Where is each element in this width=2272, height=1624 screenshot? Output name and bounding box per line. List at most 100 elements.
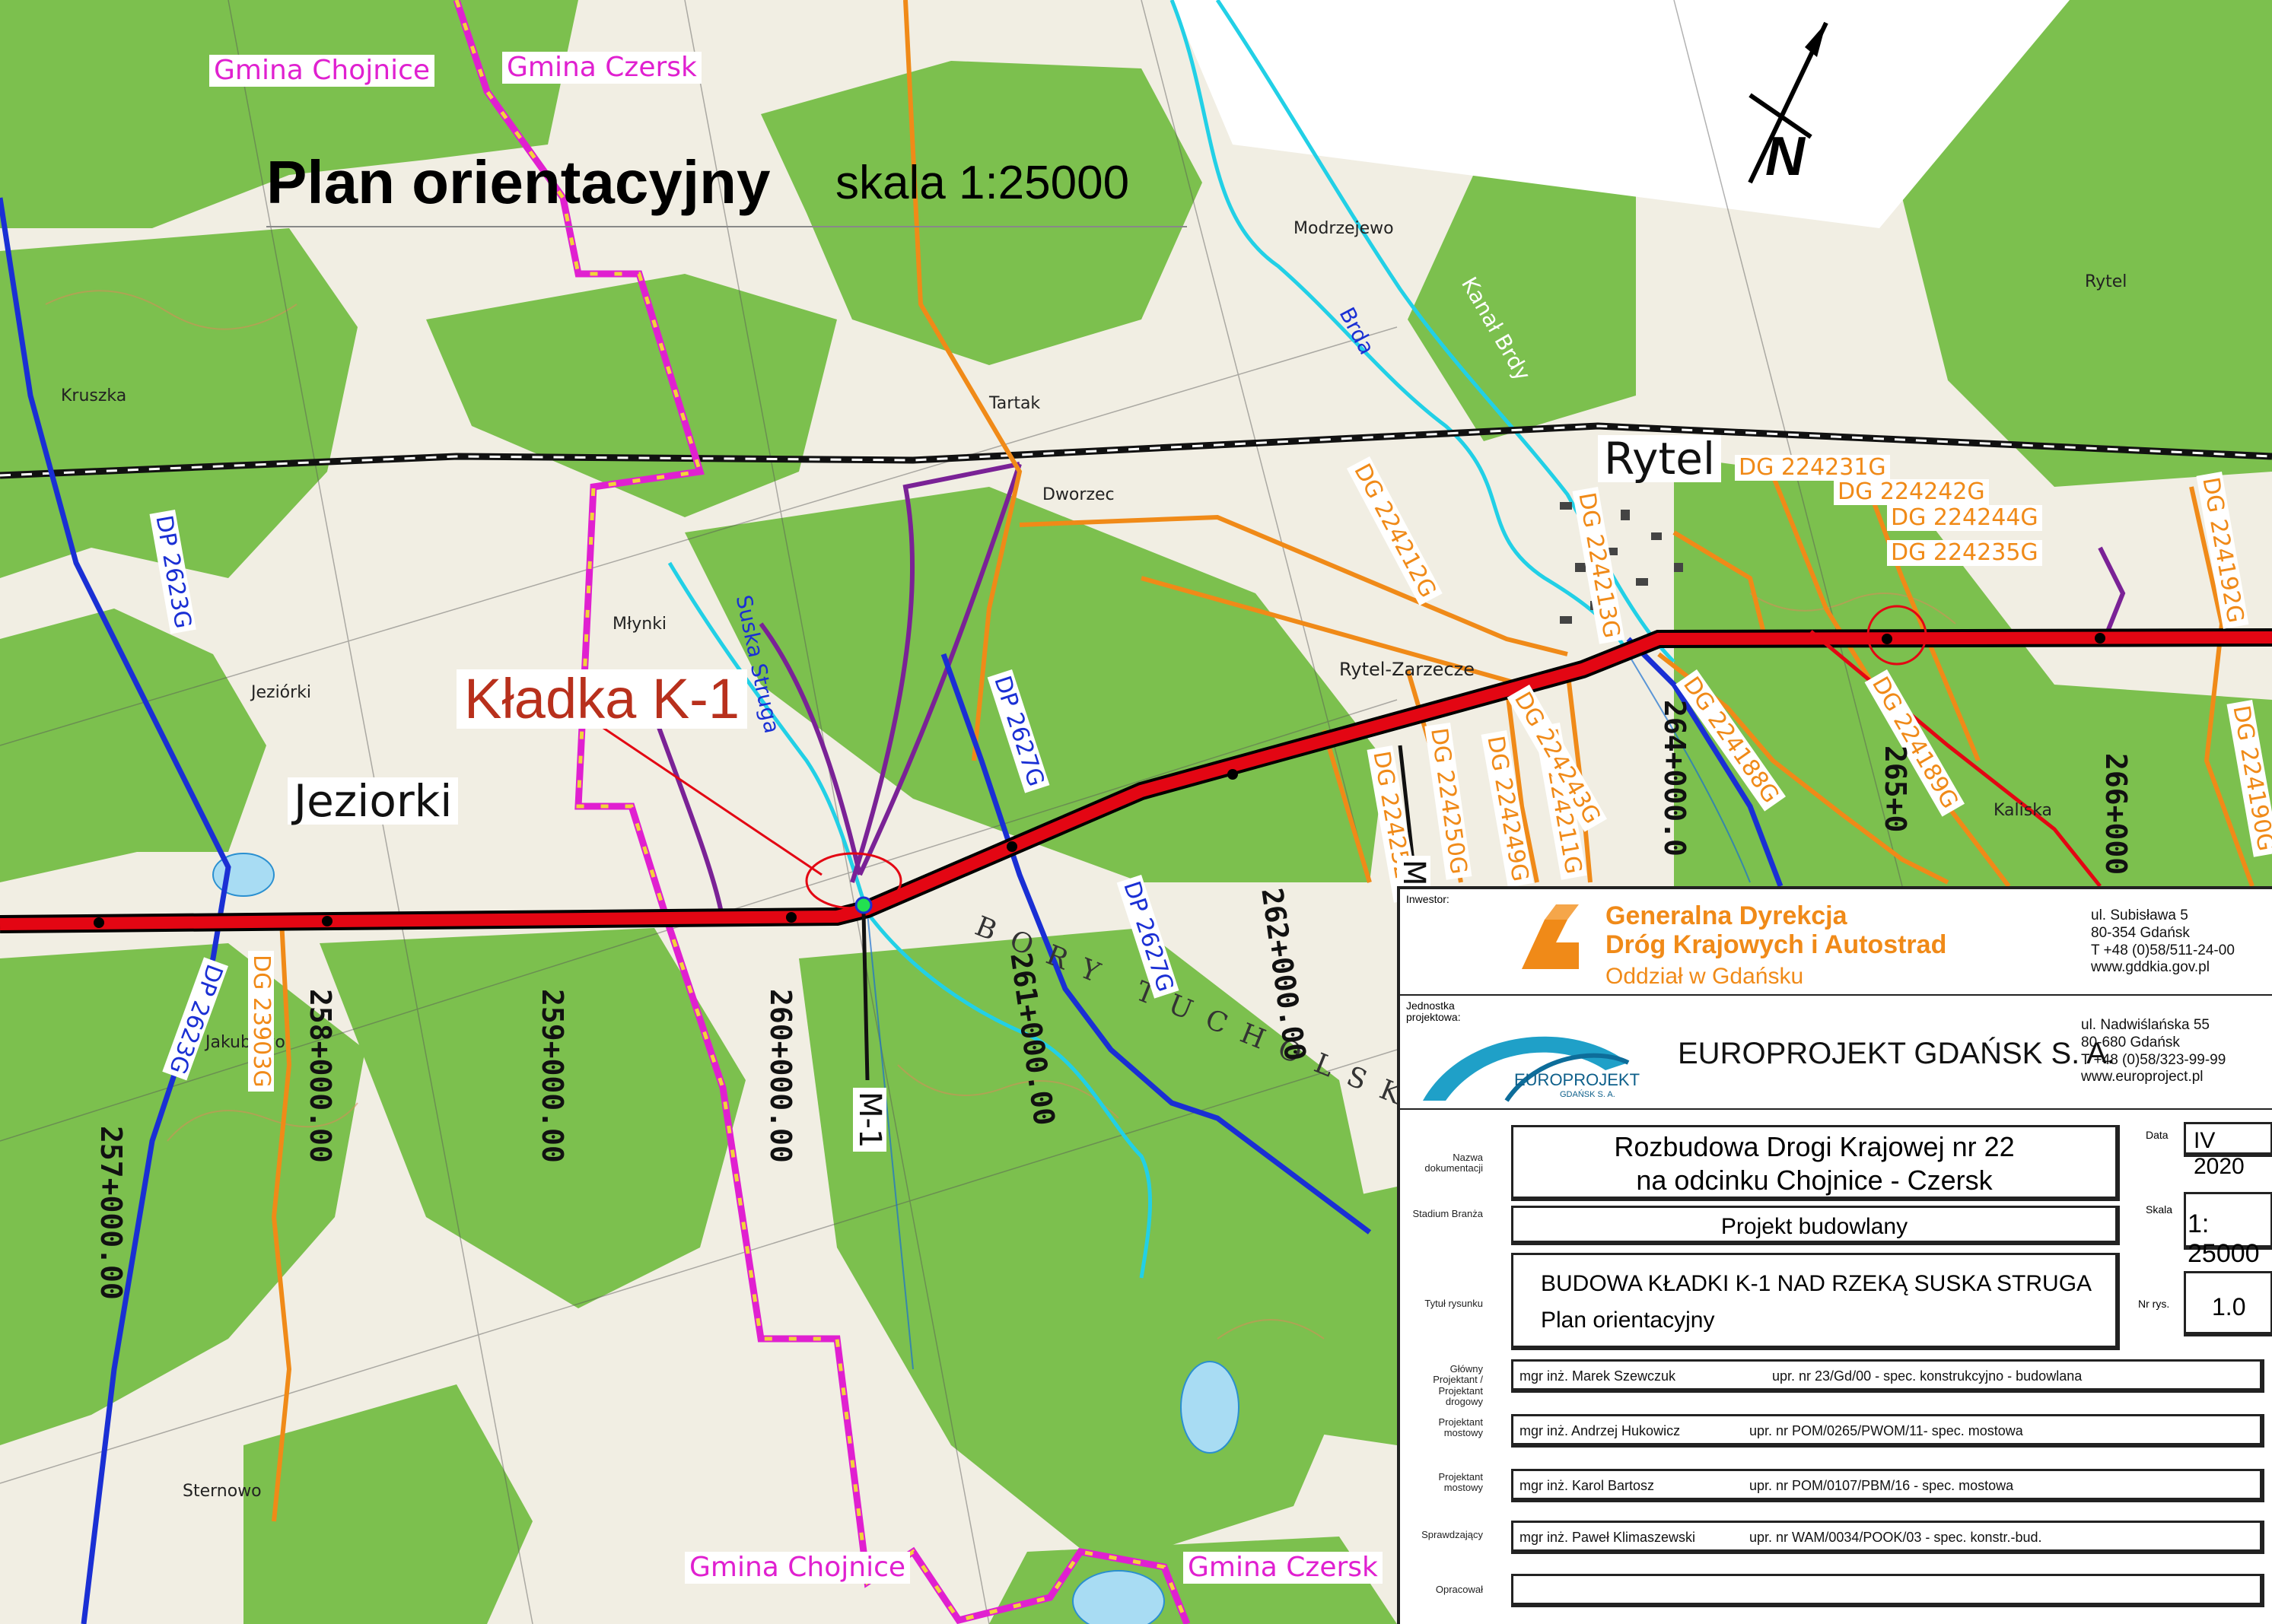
jednostka-row: Jednostka projektowa: EUROPROJEKT GDAŃSK… <box>1400 996 2272 1110</box>
europrojekt-name: EUROPROJEKT GDAŃSK S. A. <box>1678 1037 2115 1070</box>
tytul-box: BUDOWA KŁADKI K-1 NAD RZEKĄ SUSKA STRUGA… <box>1511 1253 2120 1350</box>
gmina-label-czersk-top: Gmina Czersk <box>502 52 702 84</box>
stadium-box: Projekt budowlany <box>1511 1206 2120 1245</box>
person-row: mgr inż. Paweł Klimaszewski upr. nr WAM/… <box>1511 1521 2264 1554</box>
road-label-dg224231: DG 224231G <box>1735 455 1890 481</box>
nazwa-line-1: Rozbudowa Drogi Krajowej nr 22 <box>1614 1131 2015 1162</box>
nazwa-box: Rozbudowa Drogi Krajowej nr 22 na odcink… <box>1511 1125 2120 1201</box>
place-label-sternowo: Sternowo <box>183 1482 262 1501</box>
map-title: Plan orientacyjny <box>266 148 771 216</box>
chainage-264: 264+000.0 <box>1658 700 1691 856</box>
rytel-marker <box>1866 605 1927 666</box>
gddkia-name-2: Dróg Krajowych i Autostrad <box>1605 930 1947 959</box>
kladka-point-icon <box>854 896 873 914</box>
europrojekt-addr-1: ul. Nadwiślańska 55 <box>2081 1017 2210 1033</box>
place-label-kaliska: Kaliska <box>1994 801 2053 820</box>
lakes <box>212 853 1239 1624</box>
europrojekt-address: ul. Nadwiślańska 55 80-680 Gdańsk T +48 … <box>2081 1017 2226 1086</box>
place-label-dworzec: Dworzec <box>1042 485 1115 504</box>
nazwa-caption: Nazwa dokumentacji <box>1424 1152 1483 1174</box>
person-upr: upr. nr 23/Gd/00 - spec. konstrukcyjno -… <box>1772 1368 2083 1384</box>
road-label-m1: M-1 <box>852 1088 887 1152</box>
north-letter: N <box>1765 126 1805 187</box>
place-label-jeziorki-small: Jeziórki <box>251 683 312 702</box>
person-name: mgr inż. Marek Szewczuk <box>1519 1368 1676 1384</box>
chainage-266: 266+000 <box>2099 753 2133 876</box>
inwestor-row: Inwestor: Generalna Dyrekcja Dróg Krajow… <box>1400 889 2272 996</box>
kladka-label: Kładka K-1 <box>457 669 747 729</box>
chainage-265: 265+0 <box>1879 745 1912 833</box>
kladka-leader-line <box>600 725 823 876</box>
person-name: mgr inż. Andrzej Hukowicz <box>1519 1423 1681 1438</box>
chainage-260: 260+000.00 <box>764 989 797 1163</box>
europrojekt-addr-3: T +48 (0)58/323-99-99 <box>2081 1051 2226 1068</box>
contour-lines <box>45 290 1956 1340</box>
skala-box: 1: 25000 <box>2184 1192 2272 1268</box>
road-label-dg224235: DG 224235G <box>1887 540 2042 566</box>
road-label-dg23903: DG 23903G <box>248 951 275 1092</box>
person-role: Projektant mostowy <box>1438 1471 1483 1494</box>
person-name: mgr inż. Paweł Klimaszewski <box>1519 1530 1696 1545</box>
place-label-kruszka: Kruszka <box>61 386 127 405</box>
person-upr: upr. nr WAM/0034/POOK/03 - spec. konstr.… <box>1749 1530 2042 1545</box>
skala-caption: Skala <box>2146 1203 2173 1216</box>
tytul-caption: Tytuł rysunku <box>1424 1298 1483 1309</box>
europrojekt-addr-2: 80-680 Gdańsk <box>2081 1034 2180 1050</box>
railway-dashes <box>0 424 2272 477</box>
chainage-257: 257+000.00 <box>94 1126 128 1300</box>
nr-caption: Nr rys. <box>2138 1298 2170 1310</box>
europrojekt-logo-text: EUROPROJEKT <box>1514 1070 1640 1089</box>
person-role: Projektant mostowy <box>1438 1416 1483 1439</box>
gmina-label-czersk-bottom: Gmina Czersk <box>1183 1552 1383 1584</box>
place-label-rytel: Rytel <box>1598 435 1721 482</box>
person-row <box>1511 1574 2264 1607</box>
person-role: Opracował <box>1435 1584 1483 1595</box>
gddkia-name-1: Generalna Dyrekcja <box>1605 901 1847 930</box>
nr-box: 1.0 <box>2184 1271 2272 1336</box>
blank-area <box>1172 0 2070 228</box>
place-label-mlynki: Młynki <box>613 615 667 634</box>
person-upr: upr. nr POM/0107/PBM/16 - spec. mostowa <box>1749 1478 2014 1493</box>
road-label-m: M <box>1396 856 1431 890</box>
data-value: IV 2020 <box>2194 1128 2245 1179</box>
place-label-rytel-zarzecze: Rytel-Zarzecze <box>1339 659 1475 680</box>
data-box: IV 2020 <box>2184 1122 2272 1179</box>
road-label-dg224244: DG 224244G <box>1887 505 2042 531</box>
tytul-line-2: Plan orientacyjny <box>1541 1308 1715 1333</box>
chainage-258: 258+000.00 <box>304 989 337 1163</box>
tytul-line-1: BUDOWA KŁADKI K-1 NAD RZEKĄ SUSKA STRUGA <box>1541 1271 2092 1296</box>
nazwa-line-2: na odcinku Chojnice - Czersk <box>1636 1165 1993 1196</box>
powiatowe-roads <box>0 197 1784 1624</box>
europrojekt-logo-sub: GDAŃSK S. A. <box>1560 1090 1615 1099</box>
purple-paths <box>652 462 2126 921</box>
chainage-259: 259+000.00 <box>536 989 569 1163</box>
inwestor-caption: Inwestor: <box>1406 893 1449 905</box>
skala-value: 1: 25000 <box>2188 1209 2260 1268</box>
person-upr: upr. nr POM/0265/PWOM/11- spec. mostowa <box>1749 1423 2023 1438</box>
map-scale-label: skala 1:25000 <box>835 157 1130 209</box>
gmina-boundary <box>453 0 1191 1624</box>
stadium-value: Projekt budowlany <box>1720 1214 1908 1239</box>
gddkia-addr-1: ul. Subisława 5 <box>2091 907 2188 923</box>
place-label-tartak: Tartak <box>989 394 1041 413</box>
person-row: mgr inż. Marek Szewczuk upr. nr 23/Gd/00… <box>1511 1359 2264 1393</box>
person-name: mgr inż. Karol Bartosz <box>1519 1478 1655 1493</box>
gddkia-address: ul. Subisława 5 80-354 Gdańsk T +48 (0)5… <box>2091 907 2235 977</box>
road-label-dg224242: DG 224242G <box>1834 479 1989 505</box>
stadium-caption: Stadium Branża <box>1412 1208 1484 1219</box>
river-banks <box>867 653 1751 1370</box>
gmina-label-chojnice-top: Gmina Chojnice <box>209 55 435 87</box>
place-label-rytel-small: Rytel <box>2085 272 2127 291</box>
place-label-jeziorki: Jeziorki <box>288 777 459 825</box>
gddkia-addr-2: 80-354 Gdańsk <box>2091 924 2190 941</box>
m1-line <box>861 912 870 1081</box>
title-block: Inwestor: Generalna Dyrekcja Dróg Krajow… <box>1397 886 2272 1624</box>
north-arrow-icon: N <box>1735 15 1841 198</box>
person-role: Główny Projektant / Projektant drogowy <box>1433 1363 1483 1407</box>
jednostka-caption: Jednostka projektowa: <box>1406 1000 1461 1024</box>
person-role: Sprawdzający <box>1421 1529 1483 1540</box>
europrojekt-logo-icon: EUROPROJEKT GDAŃSK S. A. <box>1415 1017 1640 1104</box>
gddkia-addr-3: T +48 (0)58/511-24-00 <box>2091 942 2235 958</box>
europrojekt-addr-4: www.europroject.pl <box>2081 1069 2204 1085</box>
